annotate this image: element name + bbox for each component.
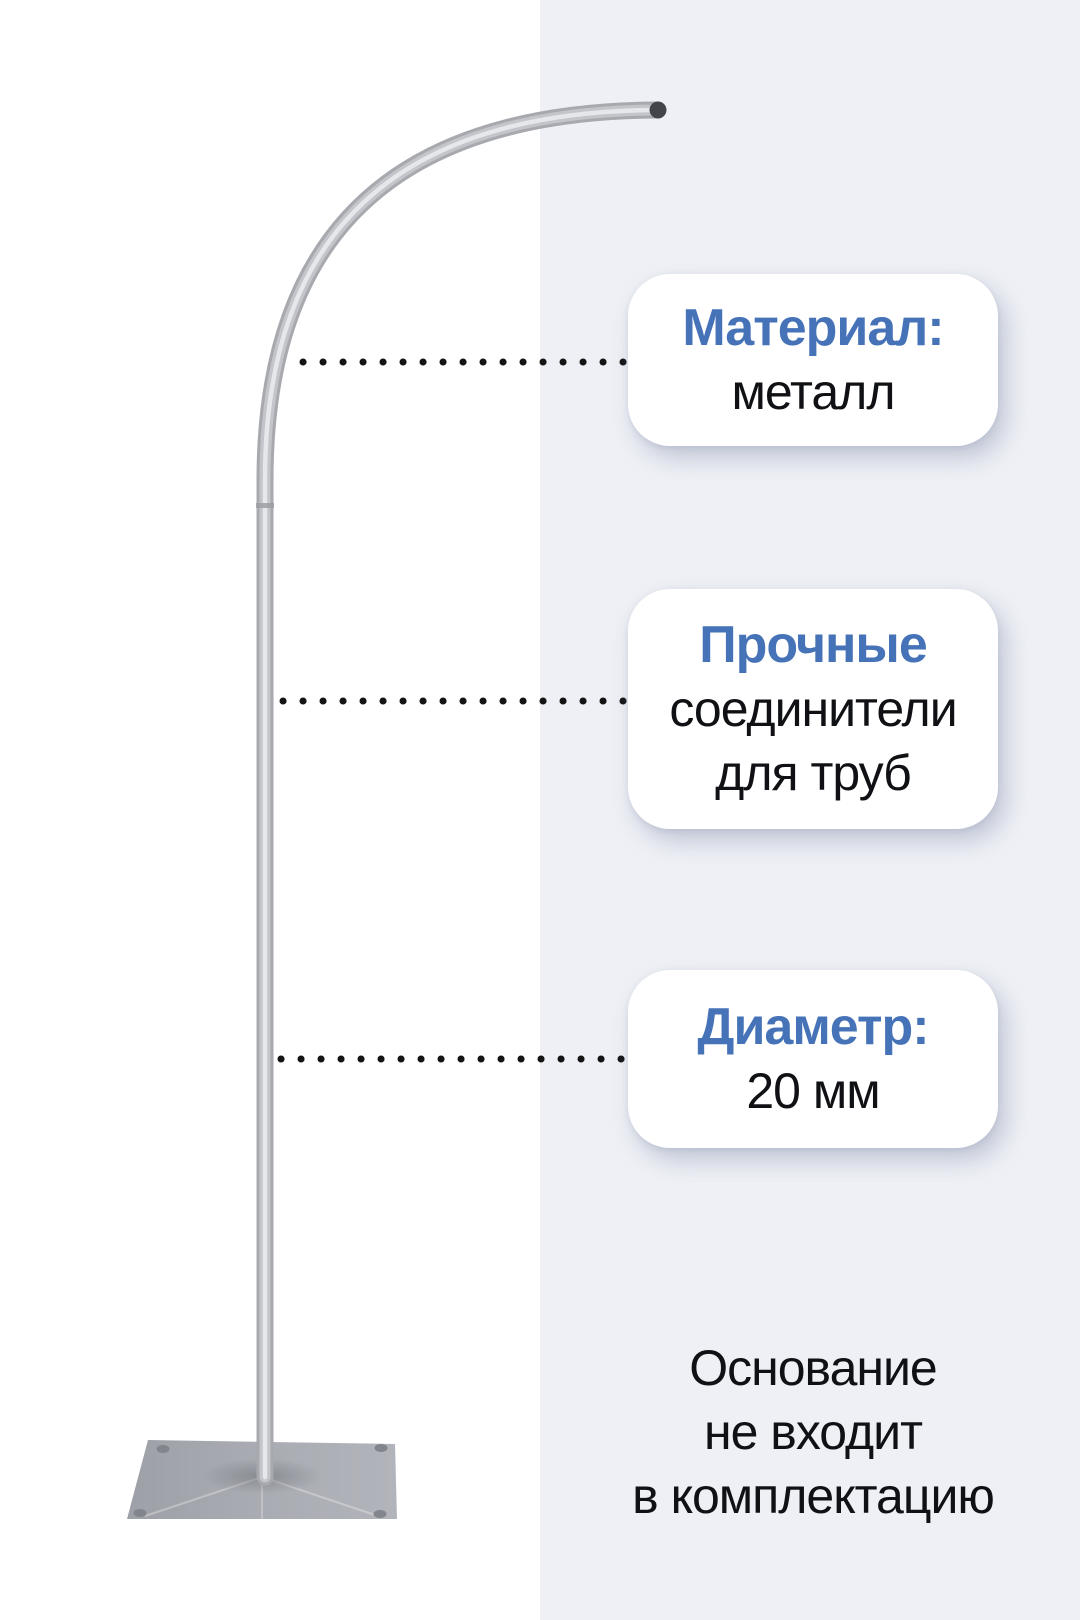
pole-tube-outer [256,101,665,1486]
callout-title: Материал: [682,299,944,357]
callout-card-connectors: Прочные соединители для труб [628,589,998,829]
plate-hole [156,1445,170,1453]
note-base-not-included: Основание не входит в комплектацию [578,1336,1048,1528]
callout-value: для труб [715,745,912,801]
pole-tube-mid [259,104,662,1483]
note-line: в комплектацию [632,1468,995,1524]
callout-title: Прочные [699,616,928,674]
pole-connector-seam [256,503,274,508]
plate-hole [374,1444,388,1452]
callout-value: соединители [669,681,957,737]
callout-value: 20 мм [746,1063,880,1119]
callout-value: металл [731,364,895,420]
plate-hole [133,1509,147,1517]
note-line: Основание [689,1340,937,1396]
plate-hole [373,1510,387,1518]
callout-card-material: Материал: металл [628,274,998,446]
callout-title: Диаметр: [697,998,929,1056]
note-line: не входит [703,1404,923,1460]
pole-tip-cap [649,101,667,119]
pole-tube-highlight [262,107,659,1480]
callout-card-diameter: Диаметр: 20 мм [628,970,998,1148]
